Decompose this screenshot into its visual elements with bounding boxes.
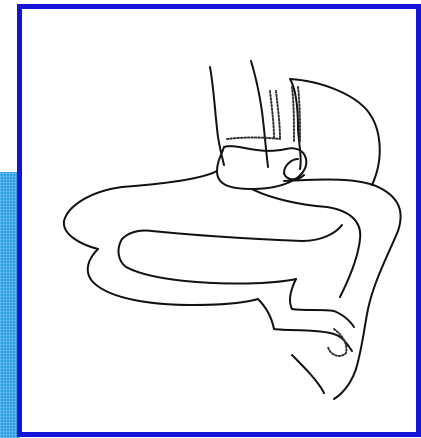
cross-segment-upper: [258, 299, 274, 329]
loop-left-inner: [122, 225, 342, 241]
gastric-pouch: [290, 79, 380, 185]
lower-limb-outer: [274, 329, 352, 351]
intestine-upper-outer: [64, 171, 217, 249]
loop-left-outer: [88, 249, 258, 305]
tail-left: [292, 355, 324, 393]
intestine-right-outer: [284, 179, 401, 369]
anatomy-line-drawing: [22, 9, 416, 432]
anastomosis-knob: [217, 146, 306, 189]
anastomosis-suture: [227, 138, 280, 140]
figure-frame: [17, 4, 421, 437]
lower-limb-inner: [292, 309, 354, 327]
cross-segment-lower: [290, 279, 296, 309]
pouch-suture-left: [292, 87, 294, 141]
tail-right: [334, 369, 356, 399]
loop-left-inner-lower: [119, 239, 296, 283]
esophagus-suture-line-2: [276, 91, 280, 139]
intestine-upper-inner: [252, 189, 360, 297]
esophagus-suture-line: [270, 91, 274, 139]
